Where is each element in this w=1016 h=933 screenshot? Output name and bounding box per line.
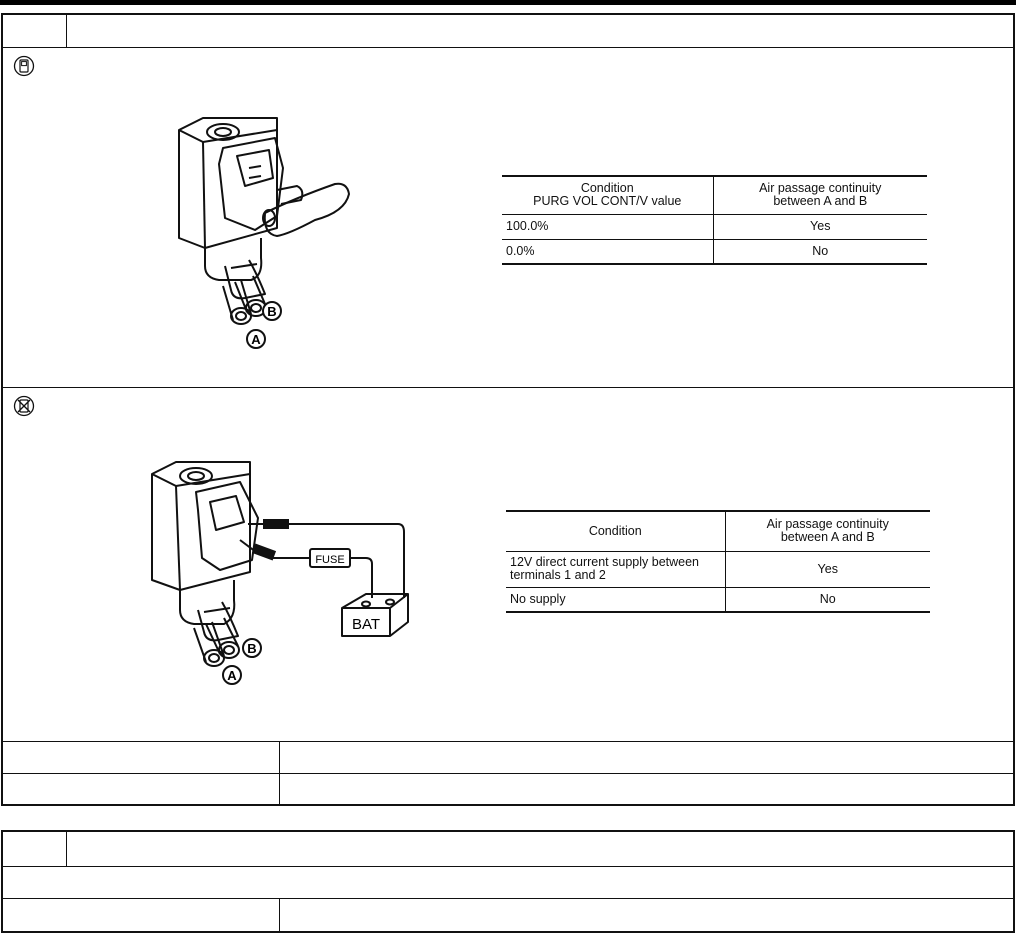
table-cell-result: No <box>724 587 930 613</box>
top-rule <box>0 0 1016 5</box>
port-a-label: A <box>251 332 261 347</box>
result-row-top <box>1 741 1015 742</box>
purge-valve-figure-battery: FUSE BAT B A <box>151 461 409 685</box>
port-b-label: B <box>247 641 256 656</box>
lower-header-divider <box>1 866 1015 867</box>
table-cell-condition: 100.0% <box>502 214 713 240</box>
ignition-off-icon <box>13 395 35 417</box>
table-cell-result: Yes <box>724 551 930 588</box>
continuity-table-purg-vol: Condition PURG VOL CONT/V value Air pass… <box>502 175 927 265</box>
table-cell-condition: No supply <box>506 587 725 613</box>
port-a-label: A <box>227 668 237 683</box>
port-b-label: B <box>267 304 276 319</box>
continuity-table-direct-supply: Condition Air passage continuity between… <box>506 510 930 613</box>
lower-step-number-cell-divider <box>66 831 67 867</box>
table-cell-result: Yes <box>712 214 927 240</box>
table-cell-condition: 0.0% <box>502 239 713 265</box>
table-header-condition: Condition <box>506 510 725 552</box>
table-header-continuity: Air passage continuity between A and B <box>712 175 927 215</box>
lower-result-row-divider <box>279 898 280 932</box>
procedure-block-upper <box>1 13 1015 806</box>
procedure-block-lower <box>1 830 1015 933</box>
table-header-continuity: Air passage continuity between A and B <box>724 510 930 552</box>
fuse-label: FUSE <box>315 554 344 566</box>
table-header-condition: Condition PURG VOL CONT/V value <box>502 175 713 215</box>
table-cell-condition: 12V direct current supply between termin… <box>506 551 725 588</box>
section-divider <box>1 387 1015 388</box>
lower-result-row-top <box>1 898 1015 899</box>
battery-label: BAT <box>352 616 380 633</box>
result-row-middle <box>1 773 1015 774</box>
header-divider <box>1 47 1015 48</box>
purge-valve-figure-hand: B A <box>178 117 350 349</box>
result-row-divider <box>279 741 280 805</box>
table-cell-result: No <box>712 239 927 265</box>
ignition-on-icon <box>13 55 35 77</box>
step-number-cell-divider <box>66 14 67 48</box>
